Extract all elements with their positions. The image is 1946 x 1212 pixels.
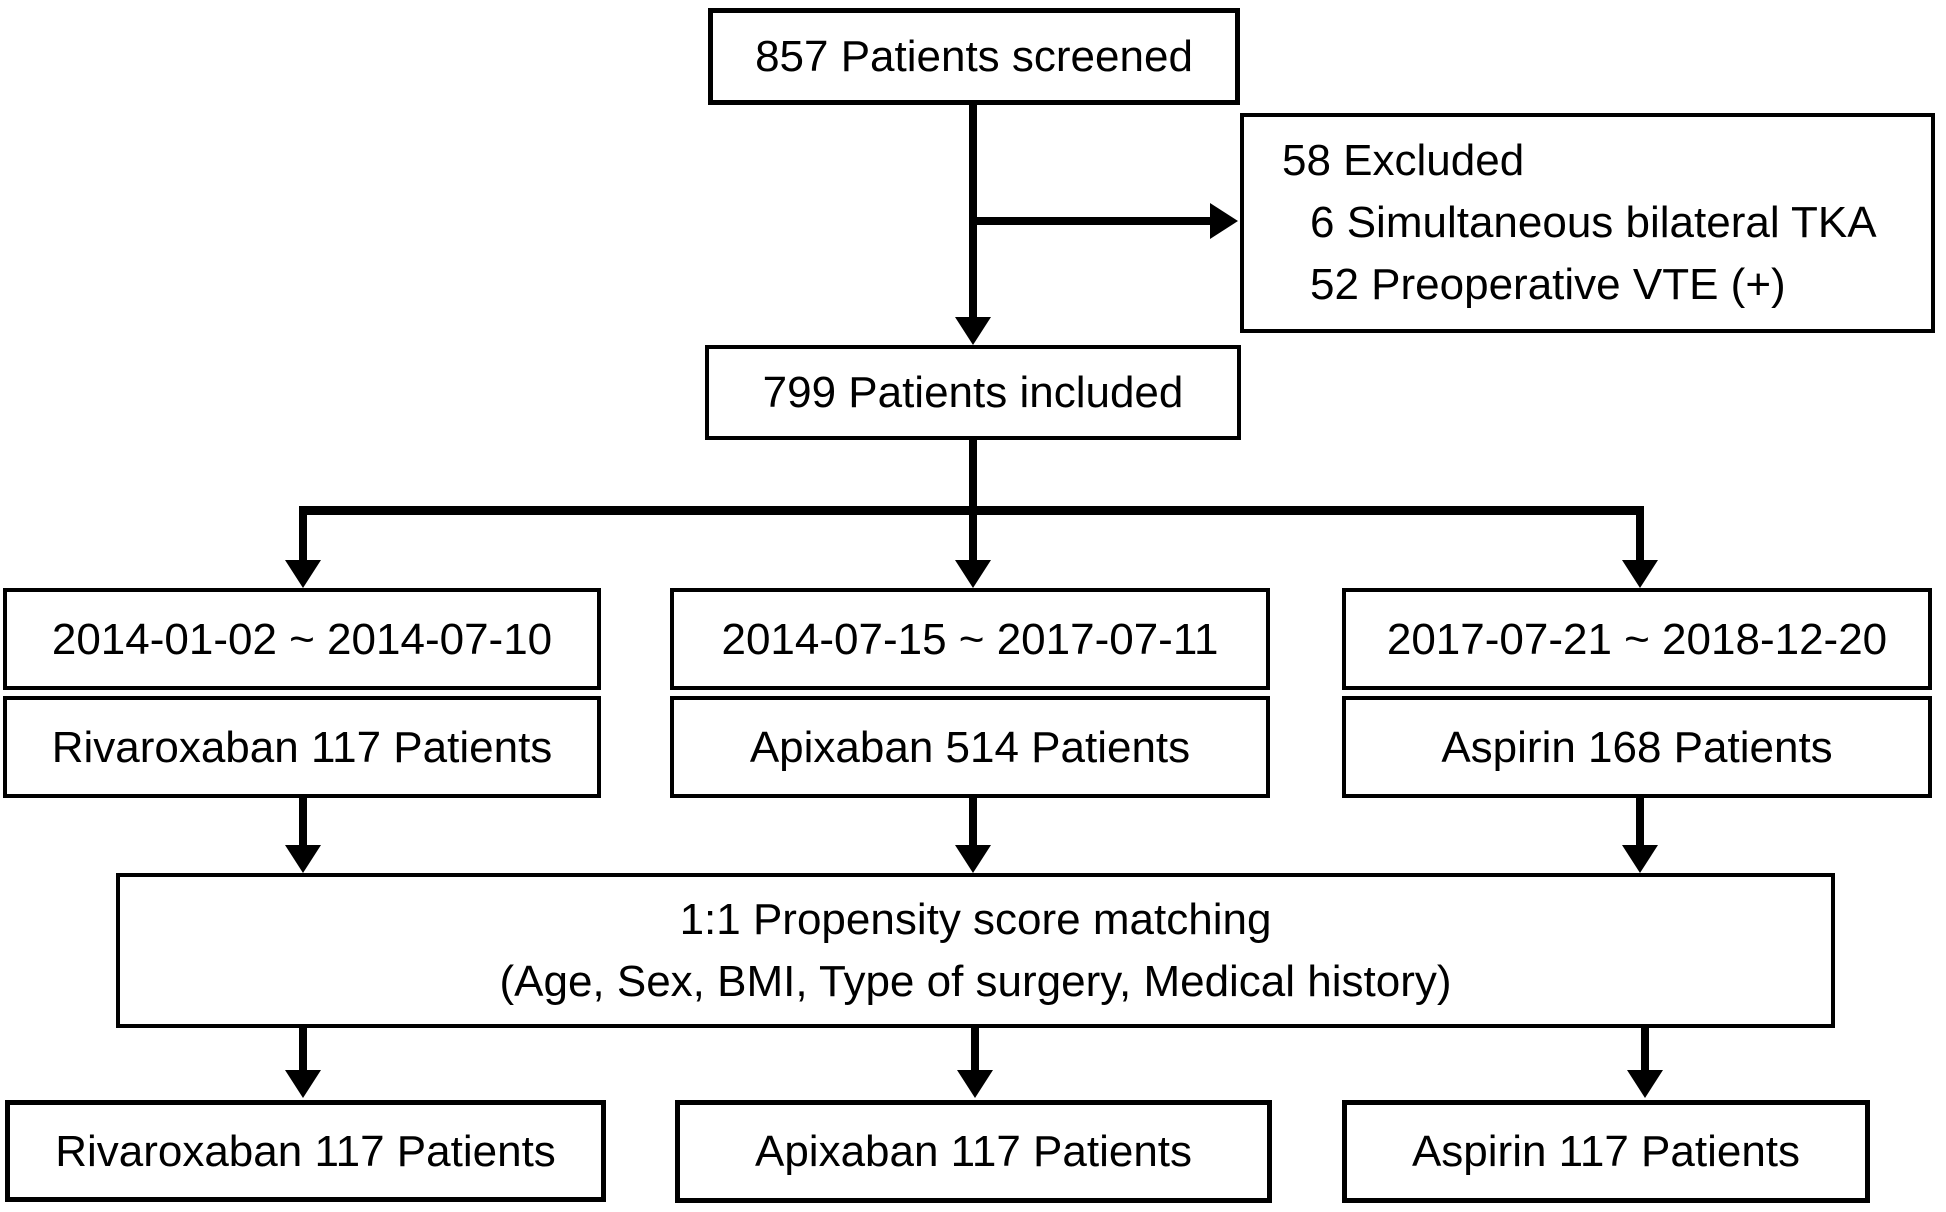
group-label: Rivaroxaban 117 Patients (51, 722, 553, 772)
arrowhead-down-middle-matched (957, 1070, 993, 1098)
connector-right-to-matching (1636, 798, 1644, 845)
flow-box-period-apixaban: 2014-07-15 ~ 2017-07-11 (670, 588, 1270, 690)
flow-box-period-rivaroxaban: 2014-01-02 ~ 2014-07-10 (3, 588, 601, 690)
matching-title: 1:1 Propensity score matching (679, 894, 1272, 944)
flow-box-excluded: 58 Excluded 6 Simultaneous bilateral TKA… (1240, 113, 1935, 333)
period-label: 2014-07-15 ~ 2017-07-11 (721, 614, 1219, 664)
matched-label: Aspirin 117 Patients (1411, 1127, 1801, 1176)
included-label: 799 Patients included (762, 368, 1184, 417)
matched-label: Apixaban 117 Patients (754, 1127, 1193, 1176)
flow-box-group-apixaban: Apixaban 514 Patients (670, 696, 1270, 798)
connector-branch-left (299, 506, 307, 564)
excluded-reason-preop-vte: 52 Preoperative VTE (+) (1310, 260, 1786, 309)
connector-matching-to-right (1641, 1028, 1649, 1072)
matched-label: Rivaroxaban 117 Patients (55, 1126, 556, 1176)
arrowhead-down-right-matching (1622, 845, 1658, 873)
flow-box-group-aspirin: Aspirin 168 Patients (1342, 696, 1932, 798)
group-label: Apixaban 514 Patients (749, 722, 1191, 772)
connector-to-excluded (969, 217, 1212, 225)
period-label: 2017-07-21 ~ 2018-12-20 (1386, 614, 1888, 664)
arrowhead-down-included (955, 317, 991, 345)
arrowhead-down-middle-matching (955, 845, 991, 873)
flow-box-included: 799 Patients included (705, 345, 1241, 440)
flow-box-matched-rivaroxaban: Rivaroxaban 117 Patients (5, 1100, 606, 1202)
connector-left-to-matching (299, 798, 307, 845)
matching-covariates: (Age, Sex, BMI, Type of surgery, Medical… (499, 956, 1452, 1006)
excluded-total: 58 Excluded (1282, 136, 1525, 185)
flow-box-matched-apixaban: Apixaban 117 Patients (675, 1100, 1272, 1203)
arrowhead-right-excluded (1210, 203, 1238, 239)
connector-matching-to-middle (971, 1028, 979, 1072)
arrowhead-down-left-period (285, 560, 321, 588)
excluded-reason-bilateral-tka: 6 Simultaneous bilateral TKA (1310, 198, 1877, 247)
arrowhead-down-middle-period (955, 560, 991, 588)
flow-box-screened: 857 Patients screened (708, 8, 1240, 105)
connector-screened-to-included (969, 105, 977, 319)
arrowhead-down-left-matched (285, 1070, 321, 1098)
connector-middle-to-matching (969, 798, 977, 845)
connector-branch-right (1636, 506, 1644, 564)
group-label: Aspirin 168 Patients (1441, 722, 1833, 772)
arrowhead-down-right-period (1622, 560, 1658, 588)
period-label: 2014-01-02 ~ 2014-07-10 (51, 614, 553, 664)
flow-box-matched-aspirin: Aspirin 117 Patients (1342, 1100, 1870, 1203)
flow-box-matching: 1:1 Propensity score matching (Age, Sex,… (116, 873, 1835, 1028)
connector-matching-to-left (299, 1028, 307, 1072)
arrowhead-down-right-matched (1627, 1070, 1663, 1098)
flow-box-group-rivaroxaban: Rivaroxaban 117 Patients (3, 696, 601, 798)
flow-box-period-aspirin: 2017-07-21 ~ 2018-12-20 (1342, 588, 1932, 690)
screened-label: 857 Patients screened (755, 32, 1193, 81)
connector-branch-middle (969, 440, 977, 564)
arrowhead-down-left-matching (285, 845, 321, 873)
